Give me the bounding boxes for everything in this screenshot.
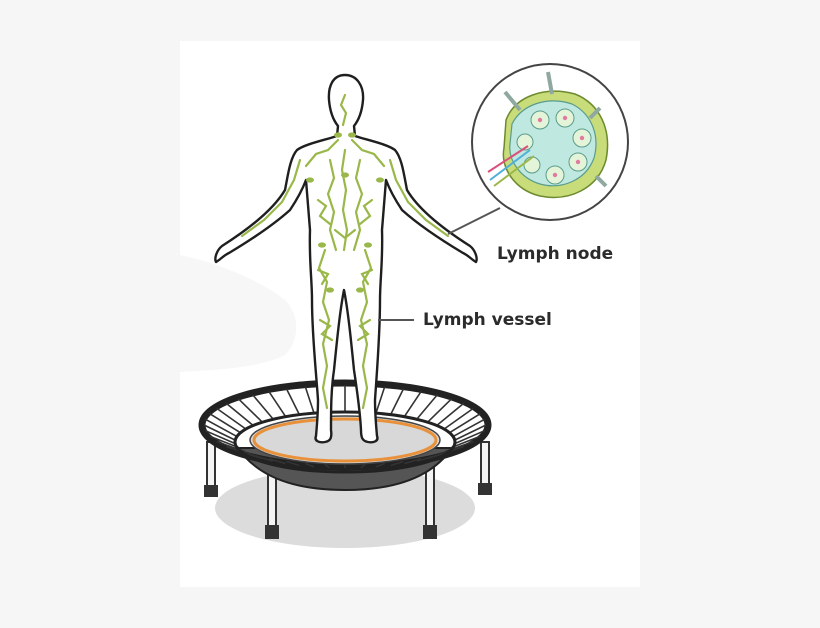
human-body-icon	[214, 73, 478, 444]
trampoline-spring	[225, 402, 253, 426]
lymph-node-dot	[306, 177, 314, 183]
lymph-vessel-segment	[318, 318, 334, 342]
trampoline-spring	[416, 394, 438, 420]
lymph-node-dot	[318, 242, 326, 248]
lymph-vessel-segment	[356, 318, 372, 342]
trampoline-spring	[324, 463, 330, 469]
trampoline-spring	[444, 407, 474, 430]
trampoline-shadow	[215, 468, 475, 548]
lymph-vessel-segment	[333, 228, 357, 240]
lymph-vessel-segment	[350, 138, 386, 168]
lymph-node-label: Lymph node	[497, 244, 614, 264]
trampoline-spring	[360, 463, 366, 469]
lymph-vessel-network	[240, 93, 450, 410]
lymph-vessel-segment	[304, 138, 340, 168]
trampoline-spring	[437, 402, 465, 426]
trampoline-spring	[416, 454, 438, 462]
lymph-node-dot	[334, 132, 342, 138]
trampoline-spring	[285, 388, 301, 415]
lymph-vessel-label: Lymph vessel	[423, 310, 552, 330]
trampoline-spring	[203, 424, 236, 441]
trampoline-mat-ring	[252, 417, 438, 463]
trampoline-spring	[453, 418, 485, 437]
lymph-vessel-segment	[388, 158, 450, 238]
trampoline-spring	[403, 390, 422, 417]
trampoline-spring	[205, 429, 237, 445]
trampoline-spring	[304, 386, 315, 414]
lymph-vessel-segment	[316, 198, 332, 226]
lymph-vessel-segment	[339, 93, 348, 127]
trampoline-spring	[404, 457, 422, 465]
lymph-vessel-segment	[359, 248, 373, 410]
lymph-vessel-segment	[360, 268, 374, 286]
trampoline-spring	[209, 413, 240, 433]
trampoline-spring	[304, 462, 315, 468]
lymph-vessel-segment	[340, 148, 349, 252]
lymph-node-dot	[356, 287, 364, 293]
trampoline-spring	[375, 386, 386, 414]
lymph-node-magnified-icon	[471, 63, 629, 221]
trampoline-spring	[375, 462, 386, 468]
lymph-vessel-segment	[316, 268, 330, 286]
trampoline-spring	[205, 418, 237, 437]
trampoline-mat	[249, 415, 441, 465]
lymph-node-dot	[348, 132, 356, 138]
trampoline-spring	[453, 429, 485, 445]
trampoline-spring	[268, 390, 287, 417]
lymph-node-dot	[376, 177, 384, 183]
body-outline	[214, 73, 478, 444]
trampoline-spring	[268, 457, 286, 465]
trampoline-spring	[454, 424, 487, 441]
lymph-node-dot	[341, 172, 349, 178]
trampoline-spring	[427, 398, 453, 423]
trampoline-springs	[203, 385, 487, 469]
lymph-node-dot	[364, 242, 372, 248]
trampoline-spring	[286, 460, 300, 467]
lymph-vessel-segment	[358, 198, 374, 226]
lymph-node-leader-line	[447, 207, 501, 235]
trampoline-spring	[450, 413, 481, 433]
lymph-node-dot	[326, 287, 334, 293]
lymph-vessel-segment	[352, 158, 364, 252]
trampoline-spring	[389, 388, 405, 415]
trampoline-spring	[237, 398, 263, 423]
background-shape	[180, 255, 297, 372]
lymph-vessel-segment	[240, 158, 302, 238]
lymph-vessel-segment	[326, 158, 338, 252]
trampoline-spring	[390, 460, 404, 467]
trampoline-spring	[216, 407, 246, 430]
trampoline-inner-frame	[233, 410, 457, 474]
lymph-vessel-segment	[317, 248, 331, 410]
trampoline-spring	[252, 394, 274, 420]
